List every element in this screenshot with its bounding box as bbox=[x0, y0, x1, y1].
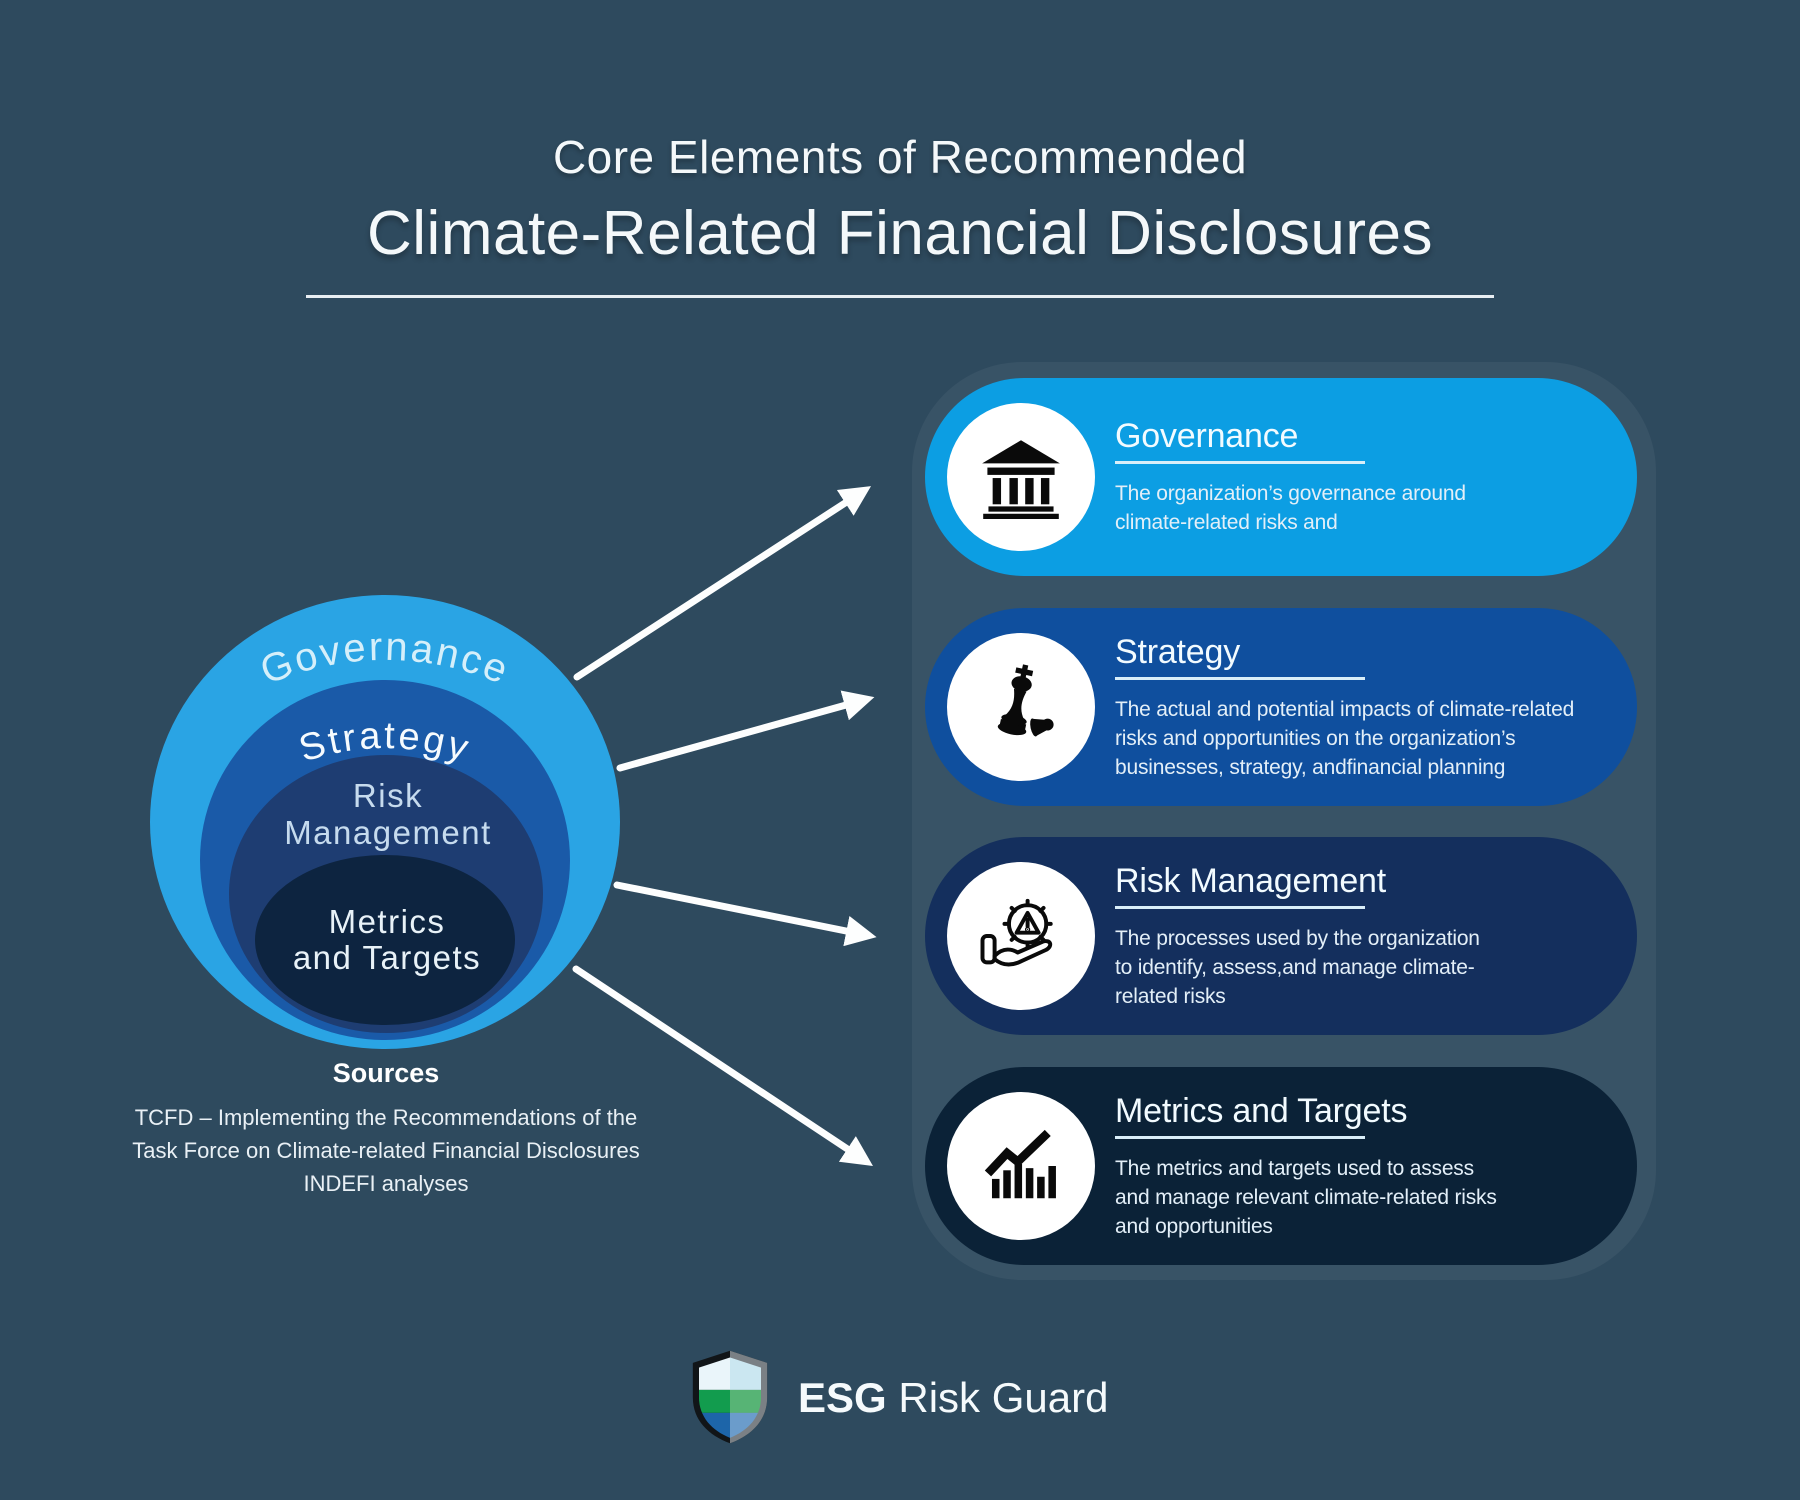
desc-line: and opportunities bbox=[1115, 1214, 1273, 1238]
desc-line: climate-related risks and bbox=[1115, 511, 1338, 534]
risk-card-content: Risk Management The processes used by th… bbox=[1115, 837, 1620, 1035]
risk-icon-circle bbox=[947, 862, 1095, 1010]
card-title-strategy: Strategy bbox=[1115, 632, 1241, 671]
metrics-card-content: Metrics and Targets The metrics and targ… bbox=[1115, 1067, 1620, 1265]
card-strategy: Strategy The actual and potential impact… bbox=[925, 608, 1637, 806]
strategy-card-content: Strategy The actual and potential impact… bbox=[1115, 608, 1620, 806]
card-description: The actual and potential impacts of clim… bbox=[1115, 695, 1620, 782]
card-description: The processes used by the organization t… bbox=[1115, 924, 1620, 1011]
card-risk-management: Risk Management The processes used by th… bbox=[925, 837, 1637, 1035]
brand-logo: ESG Risk Guard bbox=[684, 1348, 1108, 1448]
governance-card-content: Governance The organization’s governance… bbox=[1115, 378, 1620, 576]
title-line-1: Core Elements of Recommended bbox=[552, 131, 1248, 183]
chess-king-icon bbox=[997, 664, 1054, 737]
desc-line: and manage relevant climate-related risk… bbox=[1115, 1185, 1497, 1209]
brand-name-bold: ESG bbox=[798, 1374, 887, 1421]
desc-line: related risks bbox=[1115, 984, 1226, 1008]
metrics-icon-circle bbox=[947, 1092, 1095, 1240]
arrow-strategy bbox=[616, 690, 875, 772]
sources-heading: Sources bbox=[332, 1058, 440, 1088]
title-line-2: Climate-Related Financial Disclosures bbox=[367, 199, 1433, 268]
card-governance: Governance The organization’s governance… bbox=[925, 378, 1637, 576]
governance-icon-circle bbox=[947, 403, 1095, 551]
card-title-metrics-targets: Metrics and Targets bbox=[1115, 1091, 1408, 1130]
brand-name: ESG Risk Guard bbox=[798, 1374, 1108, 1422]
card-title-underline bbox=[1115, 1135, 1365, 1139]
card-description: The metrics and targets used to assess a… bbox=[1115, 1154, 1620, 1241]
ring-metrics-targets bbox=[255, 855, 515, 1025]
card-title-risk-management: Risk Management bbox=[1115, 861, 1387, 900]
bar-chart-trend-icon bbox=[984, 1129, 1056, 1199]
desc-line: The actual and potential impacts of clim… bbox=[1115, 697, 1575, 721]
brand-name-rest: Risk Guard bbox=[886, 1374, 1109, 1421]
sources-line: INDEFI analyses bbox=[303, 1171, 469, 1196]
desc-line: to identify, assess,and manage climate- bbox=[1115, 955, 1475, 979]
sources-block: Sources TCFD – Implementing the Recommen… bbox=[86, 1058, 686, 1200]
desc-line: The processes used by the organization bbox=[1115, 926, 1480, 950]
card-title-underline bbox=[1115, 905, 1365, 909]
card-metrics-targets: Metrics and Targets The metrics and targ… bbox=[925, 1067, 1637, 1265]
desc-line: The metrics and targets used to assess bbox=[1115, 1156, 1474, 1180]
desc-line: The organization’s governance around bbox=[1115, 482, 1466, 505]
card-title-underline bbox=[1115, 461, 1365, 464]
page-title: Core Elements of Recommended Climate-Rel… bbox=[0, 130, 1800, 298]
arrow-risk-management bbox=[613, 881, 877, 947]
card-description: The organization’s governance around cli… bbox=[1115, 479, 1620, 537]
card-title-underline bbox=[1115, 676, 1365, 680]
sources-line: TCFD – Implementing the Recommendations … bbox=[134, 1105, 638, 1130]
shield-logo-icon bbox=[692, 1350, 768, 1444]
strategy-icon-circle bbox=[947, 633, 1095, 781]
sources-line: Task Force on Climate-related Financial … bbox=[132, 1138, 640, 1163]
desc-line: risks and opportunities on the organizat… bbox=[1115, 726, 1516, 750]
desc-line: businesses, strategy, andfinancial plann… bbox=[1115, 755, 1506, 779]
title-underline bbox=[306, 295, 1494, 298]
bank-icon bbox=[982, 440, 1060, 519]
card-title-governance: Governance bbox=[1115, 417, 1299, 455]
gear-warning-hand-icon bbox=[980, 898, 1053, 967]
